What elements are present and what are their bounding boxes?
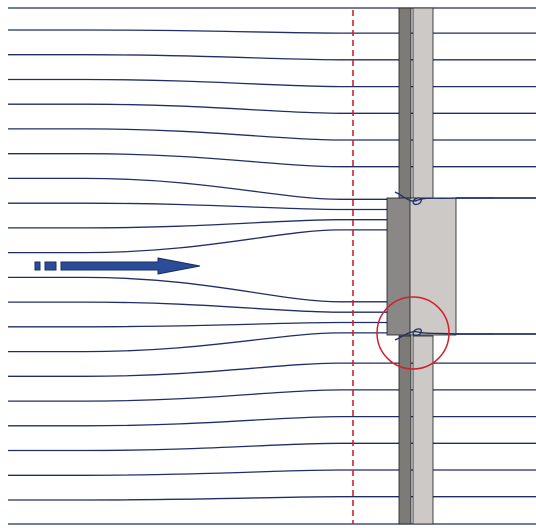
wall-upper-light-panel [412, 7, 434, 199]
streamline [8, 469, 536, 476]
streamline [8, 442, 536, 452]
streamline [8, 78, 536, 88]
streamline [8, 197, 536, 229]
arrow-tail-dot-2 [44, 261, 57, 271]
streamline [8, 389, 536, 402]
insert-block-light [408, 197, 457, 336]
flow-direction-arrow [34, 257, 201, 275]
streamline [8, 496, 536, 501]
lower-eddy [412, 328, 422, 337]
streamline [8, 197, 536, 254]
streamline [8, 29, 536, 34]
wall-structure [386, 7, 457, 525]
circle-marker-icon [376, 296, 450, 370]
streamline [8, 276, 536, 335]
insert-block-dark [386, 197, 411, 336]
wall-lower-light-panel [412, 335, 434, 525]
streamline [8, 332, 536, 353]
streamline [8, 128, 536, 141]
wall-lower-dark-panel [398, 335, 412, 525]
streamline [8, 197, 536, 211]
upper-eddy [412, 197, 422, 206]
streamline [8, 415, 536, 427]
upper-jet-streamline [394, 191, 494, 202]
streamlines-group [8, 7, 536, 525]
streamline [8, 362, 536, 377]
streamline [8, 321, 536, 335]
streamline [8, 301, 536, 335]
right-arrow-icon [60, 257, 201, 275]
streamline [8, 153, 536, 168]
streamline [8, 103, 536, 114]
lower-jet-streamline [394, 330, 494, 341]
wall-upper-dark-panel [398, 7, 412, 199]
streamline [8, 54, 536, 61]
streamline [8, 177, 536, 200]
arrow-tail-dot-1 [34, 261, 41, 271]
streamlines-overlay-group [394, 191, 494, 341]
